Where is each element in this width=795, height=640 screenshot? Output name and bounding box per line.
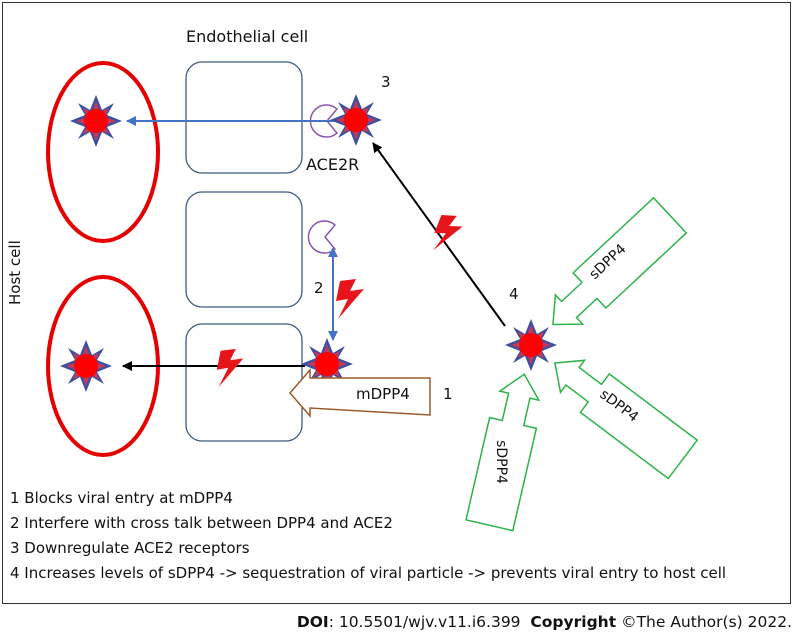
legend-item-1: 1 Blocks viral entry at mDPP4 (10, 489, 233, 507)
legend: 1 Blocks viral entry at mDPP4 2 Interfer… (10, 486, 726, 586)
figure-frame (2, 2, 791, 604)
doi-value: : 10.5501/wjv.v11.i6.399 (328, 613, 521, 631)
sdpp4-label-bottom: sDPP4 (492, 440, 509, 484)
sdpp4-arrow-top (552, 196, 688, 326)
sdpp4-arrow-bottom (465, 373, 541, 532)
copyright-label: Copyright (530, 613, 617, 631)
mdpp4-label: mDPP4 (356, 385, 410, 403)
legend-item-4: 4 Increases levels of sDPP4 -> sequestra… (10, 564, 727, 582)
endothelial-cell-label: Endothelial cell (186, 27, 309, 46)
downregulation-arrow (372, 142, 506, 327)
host-cell-top (46, 61, 160, 243)
bolt-icon-mdpp4 (216, 348, 244, 387)
copyright-value: ©The Author(s) 2022. (621, 613, 792, 631)
host-cell-label: Host cell (6, 240, 24, 305)
virus-icon-host-top (70, 95, 122, 147)
bolt-icon-crosstalk (336, 279, 364, 319)
virus-icon-sequestered (505, 319, 557, 371)
endothelial-cell-top (185, 61, 303, 174)
mdpp4-arrow (289, 367, 431, 419)
sdpp4-arrow-right (554, 359, 699, 480)
legend-item-3: 3 Downregulate ACE2 receptors (10, 539, 250, 557)
endothelial-cell-middle (185, 191, 303, 308)
citation-footer: DOI: 10.5501/wjv.v11.i6.399 Copyright ©T… (0, 605, 792, 640)
ace2r-label: ACE2R (306, 155, 360, 174)
endothelial-cell-bottom (185, 323, 303, 442)
step-1-number: 1 (443, 385, 453, 403)
doi-label: DOI (296, 613, 329, 631)
legend-item-2: 2 Interfere with cross talk between DPP4… (10, 514, 393, 532)
virus-icon-receptor-top (330, 94, 382, 146)
step-4-number: 4 (509, 285, 519, 303)
step-3-number: 3 (381, 73, 391, 91)
mechanism-diagram (46, 61, 699, 532)
virus-icon-host-bottom (60, 340, 112, 392)
step-2-number: 2 (314, 279, 324, 297)
ace2-receptor-middle (307, 220, 337, 254)
